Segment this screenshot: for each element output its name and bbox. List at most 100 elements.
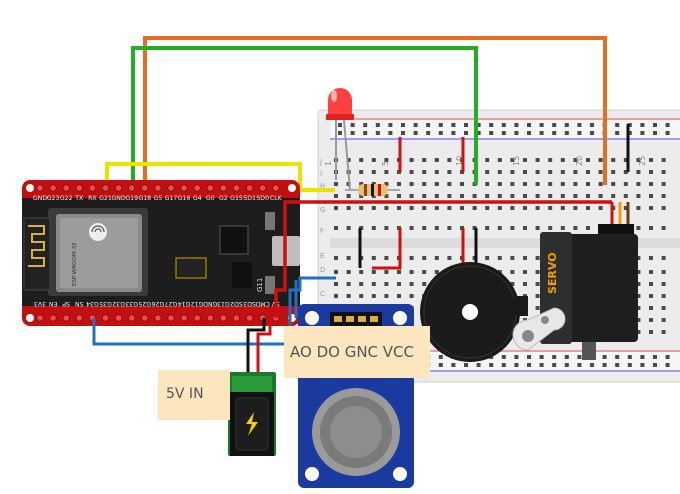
- header-pin: [206, 184, 214, 192]
- board-marking: G11: [256, 278, 264, 292]
- breadboard-hole: [523, 170, 527, 174]
- breadboard-hole: [535, 306, 540, 310]
- breadboard-hole: [560, 206, 565, 210]
- breadboard-hole: [649, 318, 653, 322]
- header-pin: [246, 184, 254, 192]
- breadboard-hole: [397, 294, 401, 298]
- rail-hole: [539, 131, 544, 135]
- pin-label: G33: [125, 300, 138, 307]
- breadboard-hole: [510, 206, 515, 210]
- wires-front: [92, 124, 630, 378]
- breadboard-hole: [346, 256, 351, 260]
- rail-hole: [489, 363, 494, 367]
- breadboard-hole: [560, 158, 565, 162]
- sensor-pins-label: AO DO GNC VCC: [290, 343, 414, 361]
- rail-hole: [489, 131, 494, 135]
- rail-hole: [564, 355, 569, 359]
- column-number: 10: [455, 156, 464, 166]
- breadboard-hole: [510, 270, 515, 274]
- breadboard-hole: [661, 194, 666, 198]
- breadboard-hole: [661, 270, 666, 274]
- rail-hole: [350, 123, 355, 127]
- rail-hole: [640, 131, 645, 135]
- rail-hole: [464, 123, 468, 127]
- breadboard-hole: [384, 194, 389, 198]
- breadboard-column-numbers: 1 5 10 15 20 25: [324, 156, 647, 166]
- breadboard-hole: [422, 170, 427, 174]
- breadboard-hole: [346, 294, 351, 298]
- pin-label: G18: [138, 195, 151, 202]
- header-pin: [102, 184, 110, 192]
- header-pin: [75, 184, 83, 192]
- breadboard-hole: [548, 182, 553, 186]
- breadboard-hole: [447, 158, 452, 162]
- breadboard-hole: [485, 206, 490, 210]
- rail-hole: [602, 355, 607, 359]
- breadboard-hole: [384, 158, 389, 162]
- pin-label: SN: [75, 300, 84, 307]
- breadboard-hole: [497, 182, 502, 186]
- breadboard-hole: [523, 270, 527, 274]
- breadboard-hole: [447, 226, 452, 230]
- wire-orange: [143, 36, 607, 186]
- rail-hole: [640, 355, 645, 359]
- breadboard-hole: [623, 206, 628, 210]
- row-letter: E: [320, 252, 324, 260]
- breadboard-hole: [371, 270, 376, 274]
- breadboard-hole: [598, 170, 603, 174]
- rail-hole: [539, 123, 544, 127]
- breadboard-hole: [409, 282, 414, 286]
- wire-blue: [92, 276, 336, 346]
- header-pin: [154, 314, 162, 322]
- breadboard-hole: [447, 206, 452, 210]
- header-pin: [219, 314, 227, 322]
- breadboard-hole: [510, 282, 515, 286]
- breadboard-hole: [409, 182, 414, 186]
- column-number: 5: [381, 161, 390, 166]
- breadboard-hole: [334, 256, 338, 260]
- breadboard-hole: [586, 206, 590, 210]
- breadboard-hole: [371, 170, 376, 174]
- rail-hole: [552, 131, 557, 135]
- breadboard-hole: [661, 206, 666, 210]
- breadboard-hole: [371, 226, 376, 230]
- breadboard-hole: [636, 318, 641, 322]
- pin-label: TX: [74, 195, 84, 202]
- breadboard-hole: [384, 282, 389, 286]
- breadboard-hole: [548, 170, 553, 174]
- breadboard-hole: [384, 170, 389, 174]
- row-letter: J: [319, 158, 322, 166]
- rail-hole: [388, 123, 393, 127]
- rail-hole: [627, 131, 632, 135]
- pin-label: G2: [219, 195, 228, 202]
- breadboard-hole: [548, 158, 553, 162]
- rail-hole: [653, 363, 657, 367]
- rail-hole: [665, 355, 670, 359]
- column-number: 15: [512, 156, 521, 166]
- jumper-red-2: [372, 228, 402, 270]
- rail-hole: [577, 363, 582, 367]
- pin-label: G19: [125, 195, 138, 202]
- breadboard-hole: [409, 206, 414, 210]
- breadboard-hole: [422, 158, 427, 162]
- row-letter: D: [320, 266, 325, 274]
- rail-hole: [615, 363, 620, 367]
- row-letter: H: [320, 182, 325, 190]
- breadboard-hole: [434, 206, 439, 210]
- breadboard-hole: [586, 182, 590, 186]
- breadboard-hole: [334, 206, 338, 210]
- pin-label: G16: [178, 195, 191, 202]
- rail-hole: [527, 123, 531, 127]
- breadboard-hole: [434, 256, 439, 260]
- rail-hole: [413, 123, 418, 127]
- wire-black-jack: [246, 318, 266, 378]
- breadboard-hole: [523, 282, 527, 286]
- rail-hole: [514, 131, 519, 135]
- breadboard-hole: [661, 170, 666, 174]
- breadboard-hole: [497, 226, 502, 230]
- pin-label: G27: [165, 300, 178, 307]
- breadboard-hole: [371, 206, 376, 210]
- header-pin: [154, 184, 162, 192]
- breadboard-hole: [649, 282, 653, 286]
